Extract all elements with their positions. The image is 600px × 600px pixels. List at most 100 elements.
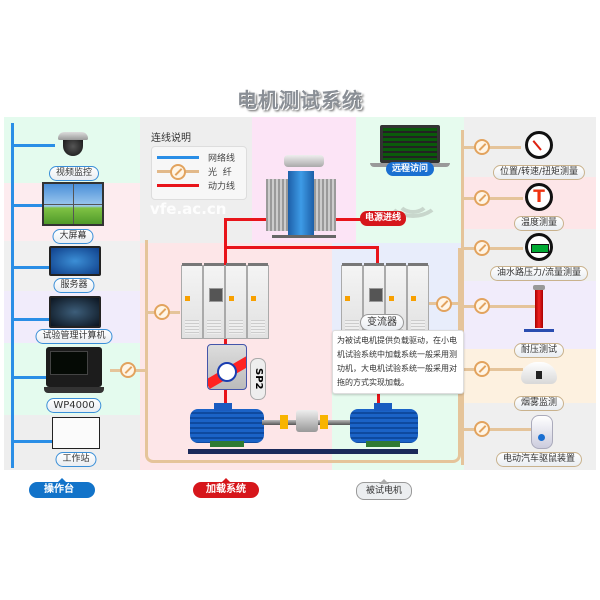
cabinet-panel (203, 263, 225, 339)
analyzer-screen (50, 351, 88, 376)
network-line (11, 318, 49, 321)
detector-window (536, 371, 542, 379)
device-label: 电动汽车驱鼠装置 (495, 452, 583, 467)
fiber-connector-icon (474, 139, 490, 155)
page-title: 电机测试系统 (237, 88, 363, 112)
coupling-left-icon (280, 415, 288, 429)
fiber-line (461, 305, 537, 308)
sp2-label: SP2 (250, 358, 266, 400)
fiber-line (461, 428, 531, 431)
test-motor-icon[interactable] (350, 403, 446, 447)
device-label: WP4000 (46, 398, 102, 413)
load-motor-icon[interactable] (190, 403, 286, 447)
dome-camera-icon[interactable] (58, 132, 88, 158)
band (464, 281, 596, 349)
motor-terminal-box (214, 403, 232, 411)
fiber-bus-right (461, 130, 464, 465)
legend-label-fiber: 光 纤 (208, 168, 232, 178)
sensor-ring (217, 362, 237, 382)
workstation-icon[interactable] (52, 417, 100, 449)
operator-console-tag[interactable]: 操作台 (29, 478, 95, 498)
hipot-top (533, 285, 545, 290)
video-wall-icon[interactable] (42, 182, 104, 226)
fiber-connector-icon (436, 296, 452, 312)
hipot-tester-icon[interactable] (522, 285, 556, 339)
power-inlet-tag: 电源进线 (360, 211, 407, 226)
laptop-icon[interactable] (380, 125, 440, 163)
load-system-text: 加载系统 (206, 484, 246, 495)
torque-sensor-icon (207, 344, 247, 390)
transformer-conservator (284, 155, 324, 167)
cabinet-panel (341, 263, 363, 339)
device-label: 温度测量 (513, 216, 565, 231)
converter-label[interactable]: 变流器 (360, 314, 404, 331)
device-label: 视频监控 (48, 166, 100, 181)
divider (44, 204, 102, 205)
test-bed-base (188, 449, 418, 454)
motor-foot (366, 441, 400, 447)
computer-icon[interactable] (49, 296, 101, 328)
cabinet-panel (225, 263, 247, 339)
fiber-line (461, 368, 523, 371)
thermometer-icon[interactable]: T (525, 183, 553, 211)
load-converter-cabinet[interactable] (181, 263, 273, 339)
transformer-radiator (266, 179, 288, 231)
legend-box: 网络线 光 纤 动力线 (151, 146, 247, 200)
wave (396, 186, 430, 214)
gauge-icon[interactable] (525, 131, 553, 159)
motor-under-test-tag[interactable] (356, 479, 412, 500)
network-line (11, 266, 49, 269)
motor-body (190, 409, 264, 443)
legend-label-network: 网络线 (208, 154, 236, 164)
computer-screen (51, 298, 99, 326)
device-label: 试验管理计算机 (35, 329, 113, 344)
legend-title: 连线说明 (151, 133, 191, 144)
transformer-tank (288, 171, 314, 235)
load-system-tag[interactable]: 加载系统 (193, 478, 259, 498)
smoke-detector-icon[interactable] (521, 362, 557, 384)
converter-tooltip: 为被试电机提供负载驱动，在小电机试验系统中加载系统一般采用测功机，大电机试验系统… (332, 330, 464, 394)
repeller-icon[interactable] (531, 415, 553, 449)
power-line (376, 246, 379, 270)
coupling-right-icon (320, 415, 328, 429)
camera-base (58, 132, 88, 140)
device-label: 烟雾监测 (513, 396, 565, 411)
motor-foot (210, 441, 244, 447)
fiber-line (461, 197, 523, 200)
hipot-column (535, 290, 543, 328)
workstation-screen (53, 418, 99, 448)
fiber-connector-icon (474, 361, 490, 377)
network-line (11, 204, 43, 207)
device-label: 耐压测试 (513, 343, 565, 358)
meter-display (531, 244, 549, 253)
power-analyzer-icon[interactable] (46, 347, 102, 387)
remote-access-badge[interactable]: 远程访问 (386, 162, 435, 176)
network-line (11, 440, 53, 443)
device-label: 工作站 (55, 452, 97, 467)
torque-meter-icon (296, 410, 318, 432)
gauge-needle (532, 140, 542, 151)
fiber-line (461, 146, 521, 149)
transformer-radiator (314, 179, 336, 231)
network-line (11, 376, 47, 379)
network-bus (11, 123, 14, 468)
fiber-connector-icon (474, 240, 490, 256)
fiber-connector-icon (120, 362, 136, 378)
fiber-connector-icon (154, 304, 170, 320)
motor-terminal-box (374, 403, 392, 411)
device-label: 位置/转速/扭矩测量 (492, 165, 586, 180)
power-line-swatch (157, 184, 199, 187)
fiber-connector-icon (170, 164, 186, 180)
transformer-base (272, 235, 336, 238)
cabinet-panel (247, 263, 269, 339)
transformer-icon (266, 155, 342, 239)
digital-meter-icon[interactable] (525, 233, 553, 261)
power-line (377, 380, 380, 414)
camera-dome (63, 140, 83, 156)
cabinet-panel (407, 263, 429, 339)
monitor-icon[interactable] (49, 246, 101, 276)
motor-under-test-text: 被试电机 (366, 486, 403, 496)
hipot-stand (524, 329, 554, 332)
analyzer-base (44, 387, 104, 393)
fiber-connector-icon (474, 298, 490, 314)
